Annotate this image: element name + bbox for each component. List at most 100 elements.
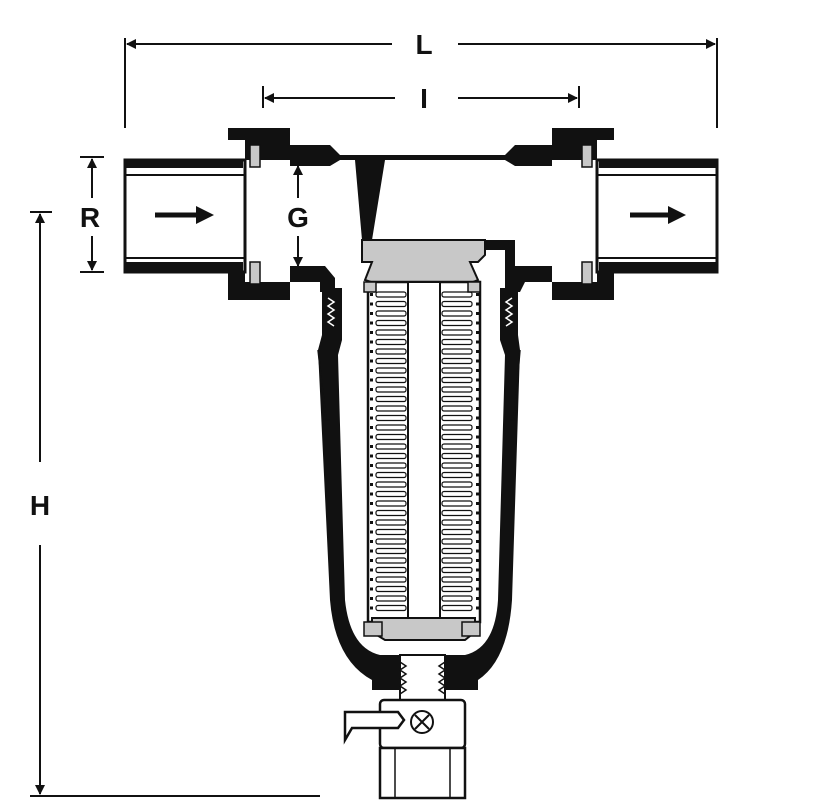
cage-rib <box>476 312 479 315</box>
cage-rib <box>370 397 373 401</box>
filter-pleat <box>441 424 473 431</box>
cage-rib <box>370 302 373 306</box>
filter-pleat <box>375 357 407 365</box>
cage-rib <box>476 540 479 543</box>
cage-rib <box>370 331 373 334</box>
cage-rib <box>476 378 479 382</box>
cage-rib <box>370 340 373 344</box>
label-r: R <box>80 202 100 233</box>
cage-rib <box>370 530 373 534</box>
filter-pleat <box>441 405 473 412</box>
filter-pleat <box>375 576 407 583</box>
filter-pleat <box>441 348 473 355</box>
cage-rib <box>476 502 479 505</box>
filter-pleat <box>375 604 407 612</box>
filter-pleat <box>441 557 473 564</box>
filter-pleat <box>441 604 473 612</box>
cage-rib <box>476 397 479 401</box>
cage-rib <box>476 388 479 391</box>
cage-rib <box>476 454 479 458</box>
filter-pleat <box>441 519 473 526</box>
cage-rib <box>370 549 373 553</box>
filter-cartridge <box>361 239 486 641</box>
filter-pleat <box>375 376 407 384</box>
cage-rib <box>476 359 479 363</box>
union-nut-left <box>228 128 290 300</box>
label-i: I <box>420 83 428 114</box>
cage-rib <box>370 435 373 439</box>
cage-rib <box>476 530 479 534</box>
cage-rib <box>476 578 479 581</box>
filter-pleat <box>375 424 407 431</box>
filter-pleat <box>441 329 473 336</box>
filter-pleat <box>441 595 473 602</box>
filter-pleat <box>375 528 407 536</box>
label-g: G <box>287 202 309 233</box>
filter-pleat <box>375 566 407 574</box>
filter-pleat <box>441 490 473 498</box>
cage-rib <box>370 426 373 429</box>
filter-pleat <box>375 338 407 346</box>
cage-rib <box>476 559 479 562</box>
filter-pleat <box>441 367 473 374</box>
cage-rib <box>370 378 373 382</box>
cage-rib <box>370 568 373 572</box>
filter-pleat <box>441 310 473 317</box>
cage-rib <box>370 597 373 600</box>
filter-head <box>290 145 552 292</box>
cage-rib <box>476 340 479 344</box>
filter-pleat <box>441 433 473 441</box>
cage-rib <box>370 416 373 420</box>
filter-bowl <box>317 288 521 690</box>
cage-rib <box>476 435 479 439</box>
filter-pleat <box>441 566 473 574</box>
cage-rib <box>370 492 373 496</box>
cage-rib <box>476 587 479 591</box>
cage-rib <box>370 587 373 591</box>
flow-arrow-outlet-icon <box>630 206 686 224</box>
filter-pleat <box>375 490 407 498</box>
cage-rib <box>370 312 373 315</box>
filter-pleat <box>375 300 407 308</box>
cage-rib <box>370 369 373 372</box>
dimension-l: L <box>124 29 718 128</box>
cage-rib <box>370 483 373 486</box>
filter-pleat <box>441 576 473 583</box>
cage-rib <box>476 511 479 515</box>
filter-pleat <box>441 357 473 365</box>
cage-rib <box>476 350 479 353</box>
dimension-h: H <box>30 211 320 797</box>
filter-pleat <box>375 509 407 517</box>
filter-pleat <box>441 414 473 422</box>
cage-rib <box>476 416 479 420</box>
cage-rib <box>476 407 479 410</box>
cage-rib <box>370 445 373 448</box>
filter-pleat <box>441 319 473 327</box>
cage-rib <box>476 492 479 496</box>
filter-pleat <box>375 538 407 545</box>
filter-pleat <box>375 310 407 317</box>
filter-pleat <box>375 405 407 412</box>
cage-rib <box>370 388 373 391</box>
filter-pleat <box>375 367 407 374</box>
filter-pleat <box>375 462 407 469</box>
filter-pleat <box>375 547 407 555</box>
filter-pleat <box>441 443 473 450</box>
filter-pleat <box>375 348 407 355</box>
filter-pleat <box>441 338 473 346</box>
filter-pleat <box>441 538 473 545</box>
valve-screw-icon <box>410 710 434 734</box>
cage-rib <box>476 321 479 325</box>
flow-arrow-inlet-icon <box>155 206 214 224</box>
cage-rib <box>476 473 479 477</box>
cage-rib <box>370 407 373 410</box>
cage-rib <box>370 359 373 363</box>
filter-pleat <box>441 462 473 469</box>
cage-rib <box>476 464 479 467</box>
cage-rib <box>370 502 373 505</box>
cage-rib <box>476 549 479 553</box>
filter-pleat <box>441 291 473 298</box>
filter-pleat <box>441 376 473 384</box>
cage-rib <box>370 540 373 543</box>
dimension-g: G <box>287 165 309 267</box>
